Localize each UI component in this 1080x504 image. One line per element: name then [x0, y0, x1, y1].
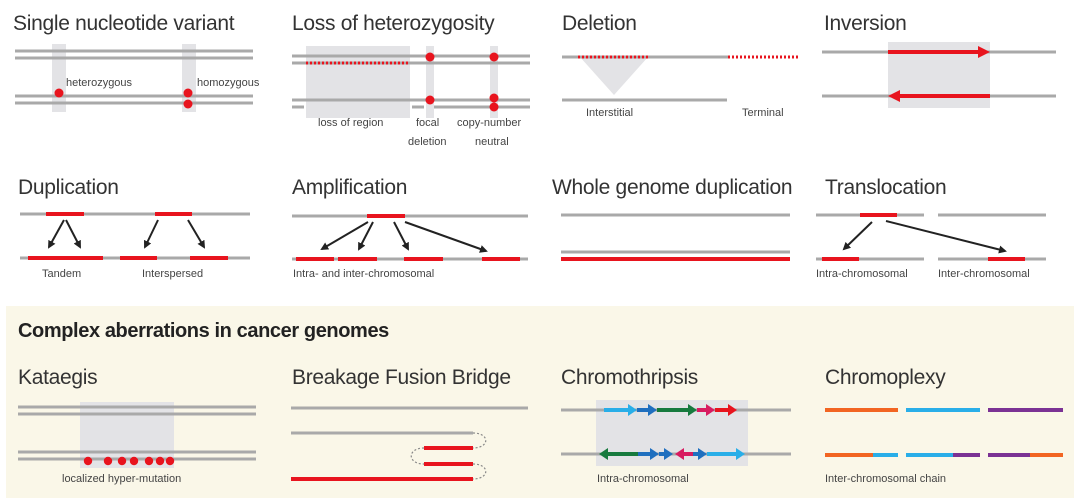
complex-aberrations-panel: [6, 306, 1074, 498]
variant-dot: [183, 99, 193, 109]
label-focal: focal: [416, 117, 439, 129]
title-loh: Loss of heterozygosity: [292, 12, 495, 35]
label-translocation-inter: Inter-chromosomal: [938, 268, 1030, 280]
title-chromoplexy: Chromoplexy: [825, 366, 946, 389]
label-chromothripsis-intra: Intra-chromosomal: [597, 473, 689, 485]
label-interstitial: Interstitial: [586, 107, 633, 119]
variant-dot: [183, 88, 193, 98]
inversion-diagram: [822, 42, 1056, 108]
label-copy-number: copy-number: [457, 117, 522, 129]
label-loss-of-region: loss of region: [318, 117, 383, 129]
label-inter-chromosomal-chain: Inter-chromosomal chain: [825, 473, 946, 485]
label-homozygous: homozygous: [197, 77, 260, 89]
label-intra-inter: Intra- and inter-chromosomal: [293, 268, 434, 280]
title-bfb: Breakage Fusion Bridge: [292, 366, 511, 389]
label-interspersed: Interspersed: [142, 268, 203, 280]
label-neutral: neutral: [475, 136, 509, 148]
wgd-diagram: [561, 213, 790, 261]
variant-dot: [54, 88, 64, 98]
title-duplication: Duplication: [18, 176, 119, 199]
title-chromothripsis: Chromothripsis: [561, 366, 699, 389]
kataegis-diagram: localized hyper-mutation: [18, 402, 256, 485]
deletion-diagram: Interstitial Terminal: [562, 55, 798, 119]
label-heterozygous: heterozygous: [66, 77, 133, 89]
label-tandem: Tandem: [42, 268, 81, 280]
snv-diagram: heterozygous homozygous: [15, 44, 260, 112]
title-amplification: Amplification: [292, 176, 408, 199]
chromothripsis-diagram: Intra-chromosomal: [561, 400, 791, 485]
label-localized-hypermutation: localized hyper-mutation: [62, 473, 181, 485]
label-terminal: Terminal: [742, 107, 784, 119]
loh-diagram: loss of region focal deletion copy-numbe…: [292, 46, 530, 148]
amplification-diagram: Intra- and inter-chromosomal: [292, 214, 528, 280]
title-inversion: Inversion: [824, 12, 907, 35]
title-translocation: Translocation: [825, 176, 947, 199]
complex-panel-title: Complex aberrations in cancer genomes: [18, 320, 389, 342]
label-deletion: deletion: [408, 136, 447, 148]
title-deletion: Deletion: [562, 12, 637, 35]
title-snv: Single nucleotide variant: [13, 12, 235, 35]
title-wgd: Whole genome duplication: [552, 176, 793, 199]
label-translocation-intra: Intra-chromosomal: [816, 268, 908, 280]
duplication-diagram: Tandem Interspersed: [20, 212, 250, 280]
highlight-region: [306, 46, 410, 118]
translocation-diagram: Intra-chromosomal Inter-chromosomal: [816, 213, 1046, 280]
bfb-diagram: [291, 406, 528, 481]
chromoplexy-diagram: Inter-chromosomal chain: [825, 408, 1063, 485]
title-kataegis: Kataegis: [18, 366, 98, 389]
